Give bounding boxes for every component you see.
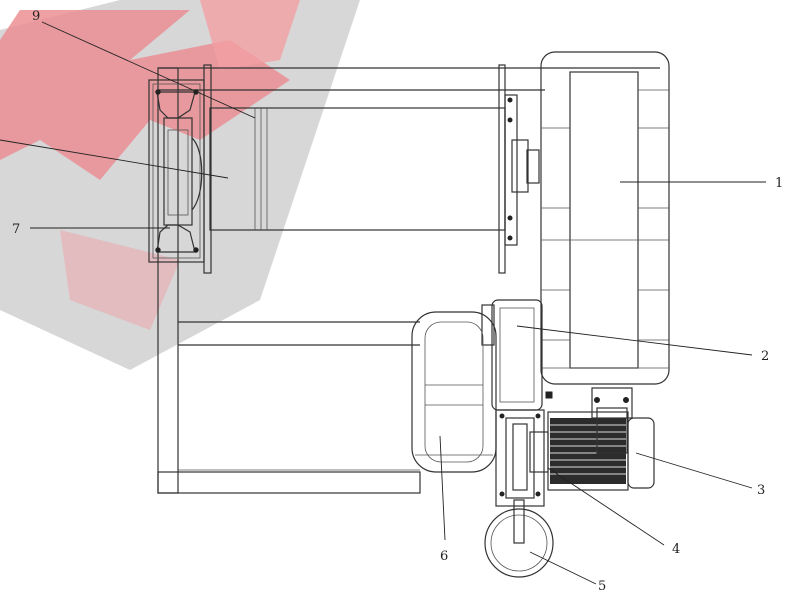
rope-drum: [203, 64, 540, 274]
gear-reducer: [540, 51, 670, 385]
callout-label-1: 1: [775, 176, 783, 191]
callout-label-2: 2: [761, 349, 769, 364]
callout-label-4: 4: [672, 542, 680, 557]
hand-wheel: [484, 499, 554, 578]
callout-labels: 9 7 1 2 3 4 5 6: [12, 9, 783, 594]
base-frame: [157, 67, 660, 494]
gear-coupling: [495, 409, 549, 507]
leader-lines: [0, 21, 766, 585]
drum-brake: [148, 79, 205, 263]
shield-logo-watermark: [0, 0, 360, 370]
callout-label-5: 5: [598, 579, 606, 592]
electric-motor: [547, 387, 655, 491]
callout-label-3: 3: [757, 483, 765, 498]
callout-label-7: 7: [12, 222, 20, 237]
motor-cooling-fins: [550, 418, 626, 484]
coupling-housing: [481, 299, 553, 411]
callout-label-9: 9: [32, 9, 40, 24]
callout-label-6: 6: [440, 549, 448, 564]
motor-brake-assembly: [411, 311, 497, 473]
